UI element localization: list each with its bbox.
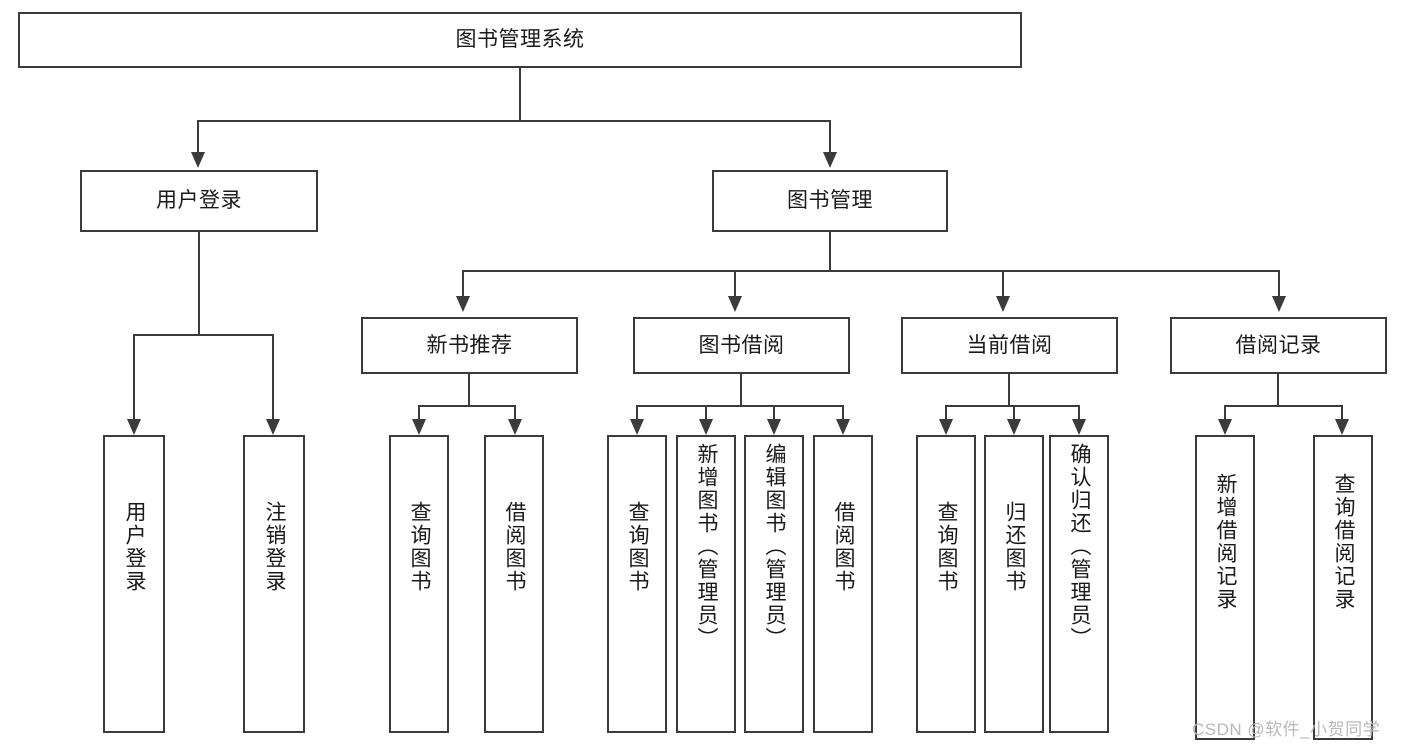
node-label: 查询图书 [407, 501, 431, 593]
leaf-user-login[interactable]: 用户登录 [103, 435, 165, 733]
arrowhead-book-borrow [728, 296, 742, 312]
node-label: 借阅图书 [502, 501, 526, 593]
arrowhead-leaf-borrow-book-1 [508, 419, 522, 435]
connector-book-manage-bus [462, 270, 1280, 272]
connector-book-manage-stem [829, 232, 831, 271]
connector-bm-drop-3 [1002, 270, 1004, 297]
connector-nbr-stem [468, 374, 470, 406]
node-user-login[interactable]: 用户登录 [80, 170, 318, 232]
arrowhead-leaf-borrow-book-2 [836, 419, 850, 435]
arrowhead-borrow-record [1272, 296, 1286, 312]
connector-bb-drop-2 [705, 405, 707, 420]
connector-bb-bus [636, 405, 844, 407]
leaf-query-book-borrow[interactable]: 查询图书 [607, 435, 667, 733]
arrowhead-leaf-confirm-return [1072, 419, 1086, 435]
connector-bm-drop-4 [1278, 270, 1280, 297]
connector-nbr-drop-1 [418, 405, 420, 420]
node-label: 新增图书（管理员） [694, 443, 718, 650]
node-root-system[interactable]: 图书管理系统 [18, 12, 1022, 68]
connector-bb-drop-4 [842, 405, 844, 420]
leaf-confirm-return-admin[interactable]: 确认归还（管理员） [1049, 435, 1109, 733]
connector-nbr-drop-2 [514, 405, 516, 420]
connector-bb-drop-1 [636, 405, 638, 420]
connector-root-bus [197, 120, 831, 122]
node-label: 用户登录 [122, 501, 146, 593]
node-label: 编辑图书（管理员） [762, 443, 786, 650]
leaf-borrow-book-new-rec[interactable]: 借阅图书 [484, 435, 544, 733]
node-book-borrow[interactable]: 图书借阅 [633, 317, 850, 374]
node-label: 图书借阅 [698, 333, 785, 357]
leaf-logout[interactable]: 注销登录 [243, 435, 305, 733]
leaf-return-book[interactable]: 归还图书 [984, 435, 1044, 733]
arrowhead-leaf-user-login [127, 419, 141, 435]
node-label: 用户登录 [156, 189, 242, 213]
node-label: 查询图书 [625, 501, 649, 593]
leaf-borrow-book-borrow[interactable]: 借阅图书 [813, 435, 873, 733]
connector-user-login-bus [133, 334, 273, 336]
node-label: 确认归还（管理员） [1067, 443, 1091, 650]
leaf-add-borrow-record[interactable]: 新增借阅记录 [1195, 435, 1255, 740]
connector-br-drop-2 [1341, 405, 1343, 420]
connector-bm-drop-1 [462, 270, 464, 297]
connector-root-to-user-login [197, 120, 199, 153]
connector-cb-stem [1008, 374, 1010, 406]
node-label: 查询图书 [934, 501, 958, 593]
connector-cb-bus [945, 405, 1080, 407]
arrowhead-leaf-logout [266, 419, 280, 435]
node-label: 归还图书 [1002, 501, 1026, 593]
node-book-manage[interactable]: 图书管理 [712, 170, 948, 232]
leaf-query-book-new-rec[interactable]: 查询图书 [389, 435, 449, 733]
node-label: 借阅图书 [831, 501, 855, 593]
connector-br-bus [1224, 405, 1342, 407]
node-label: 借阅记录 [1235, 333, 1322, 357]
node-label: 当前借阅 [966, 333, 1053, 357]
leaf-query-book-current[interactable]: 查询图书 [916, 435, 976, 733]
connector-br-drop-1 [1224, 405, 1226, 420]
connector-br-stem [1277, 374, 1279, 406]
connector-cb-drop-1 [945, 405, 947, 420]
arrowhead-user-login [191, 152, 205, 168]
arrowhead-leaf-query-book-2 [630, 419, 644, 435]
connector-bb-drop-3 [773, 405, 775, 420]
leaf-add-book-admin[interactable]: 新增图书（管理员） [676, 435, 736, 733]
connector-user-login-drop-1 [133, 334, 135, 420]
arrowhead-book-manage [823, 152, 837, 168]
node-label: 注销登录 [262, 501, 286, 593]
node-label: 图书管理系统 [455, 28, 585, 52]
arrowhead-leaf-return-book [1007, 419, 1021, 435]
connector-bb-stem [740, 374, 742, 406]
connector-root-to-book-manage [829, 120, 831, 153]
node-label: 新书推荐 [426, 333, 513, 357]
arrowhead-leaf-add-record [1218, 419, 1232, 435]
arrowhead-leaf-query-record [1335, 419, 1349, 435]
leaf-edit-book-admin[interactable]: 编辑图书（管理员） [744, 435, 804, 733]
connector-nbr-bus [418, 405, 516, 407]
node-current-borrow[interactable]: 当前借阅 [901, 317, 1118, 374]
arrowhead-current-borrow [996, 296, 1010, 312]
connector-bm-drop-2 [734, 270, 736, 297]
connector-user-login-stem [198, 232, 200, 336]
node-new-book-recommend[interactable]: 新书推荐 [361, 317, 578, 374]
node-label: 查询借阅记录 [1331, 473, 1355, 611]
connector-cb-drop-3 [1078, 405, 1080, 420]
arrowhead-leaf-query-book-1 [412, 419, 426, 435]
arrowhead-leaf-add-book [699, 419, 713, 435]
node-label: 新增借阅记录 [1213, 473, 1237, 611]
arrowhead-new-book-rec [456, 296, 470, 312]
node-label: 图书管理 [787, 189, 873, 213]
connector-cb-drop-2 [1013, 405, 1015, 420]
connector-user-login-drop-2 [272, 334, 274, 420]
leaf-query-borrow-record[interactable]: 查询借阅记录 [1313, 435, 1373, 740]
node-borrow-record[interactable]: 借阅记录 [1170, 317, 1387, 374]
arrowhead-leaf-query-book-3 [939, 419, 953, 435]
connector-root-stem [519, 68, 521, 121]
arrowhead-leaf-edit-book [767, 419, 781, 435]
